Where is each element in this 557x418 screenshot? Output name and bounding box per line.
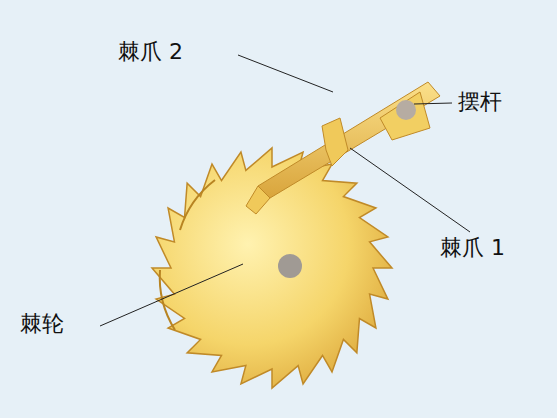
swing-arm [258,82,440,198]
part-label: 棘爪 1 [440,236,505,260]
pawl-2 [246,186,270,214]
leader-line [100,264,243,326]
pivot [396,100,416,120]
wheel-shade [160,270,175,330]
pawl-1 [322,118,348,166]
wheel-shade [180,180,215,230]
part-label: 棘爪 2 [118,40,183,64]
arm-plate [380,92,430,140]
part-label: 摆杆 [458,90,502,114]
leader-line [414,103,452,104]
leader-line [350,148,470,232]
leader-line [238,55,333,92]
wheel-hole [278,254,302,278]
part-label: 棘轮 [20,312,64,336]
